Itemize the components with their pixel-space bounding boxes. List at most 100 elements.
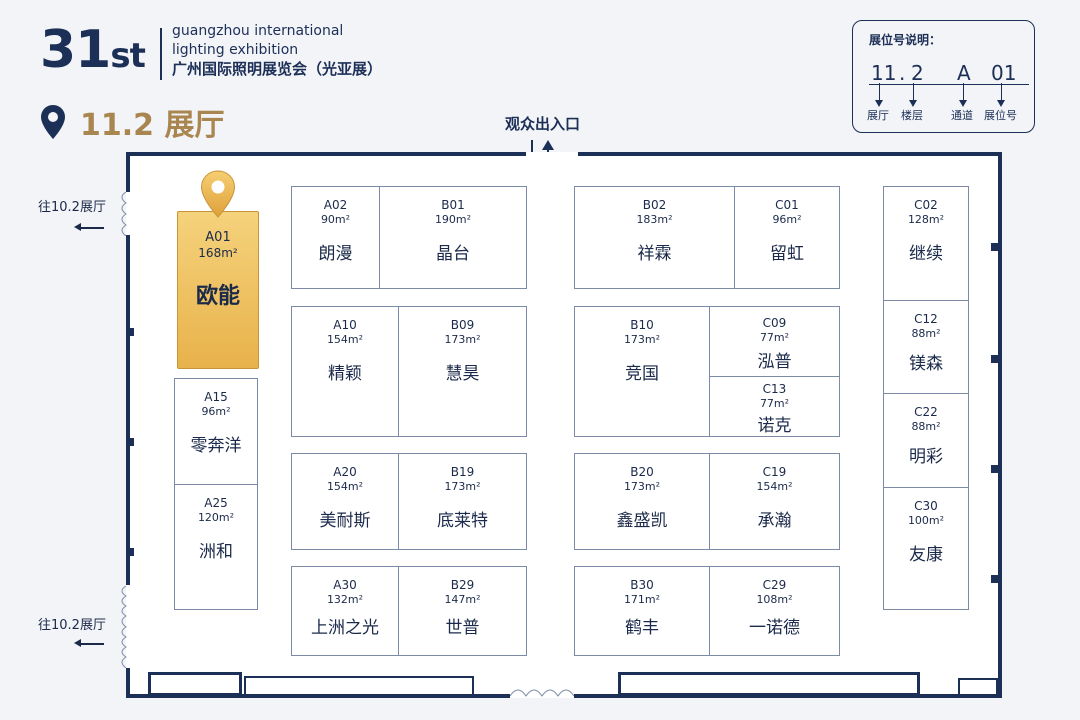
booth-b10[interactable]: B10 173m² 竞国 [574, 306, 710, 437]
booth-area: 128m² [907, 213, 945, 226]
booth-b09[interactable]: B09 173m² 慧昊 [398, 306, 527, 437]
booth-exhibitor: 美耐斯 [319, 511, 371, 531]
booth-number-legend: 展位号说明： 11 . 2 A 01 展厅 楼层 通道 展位号 [852, 20, 1035, 133]
booth-area: 190m² [434, 213, 472, 226]
booth-exhibitor: 欧能 [195, 284, 240, 309]
booth-area: 100m² [907, 514, 945, 527]
booth-c02[interactable]: C02 128m² 继续 [883, 186, 969, 301]
booth-exhibitor: 晶台 [436, 244, 470, 264]
booth-code: C13 [762, 382, 787, 396]
booth-exhibitor: 祥霖 [637, 244, 672, 264]
booth-area: 173m² [623, 480, 661, 493]
booth-a15[interactable]: A15 96m² 零奔洋 [174, 378, 258, 485]
booth-area: 88m² [911, 327, 941, 340]
booth-b30[interactable]: B30 171m² 鹤丰 [574, 566, 710, 656]
legend-code-floor: 2 [911, 61, 924, 85]
service-room [244, 676, 474, 696]
booth-a02[interactable]: A02 90m² 朗漫 [291, 186, 380, 289]
booth-code: B20 [630, 465, 654, 479]
legend-label-booth: 展位号 [984, 109, 1017, 122]
legend-code-separator: . [899, 61, 906, 85]
booth-code: C01 [775, 198, 799, 212]
wall-left-top [126, 152, 130, 192]
booth-area: 132m² [326, 593, 364, 606]
booth-area: 88m² [911, 420, 941, 433]
booth-c12[interactable]: C12 88m² 镁森 [883, 300, 969, 394]
booth-exhibitor: 友康 [909, 545, 943, 565]
booth-c22[interactable]: C22 88m² 明彩 [883, 393, 969, 488]
booth-exhibitor: 泓普 [757, 352, 792, 372]
hall-label: 11.2 展厅 [80, 108, 225, 143]
door-icon [121, 192, 127, 236]
booth-c30[interactable]: C30 100m² 友康 [883, 487, 969, 610]
wall-bottom-left [126, 694, 510, 698]
booth-area: 154m² [326, 480, 364, 493]
booth-code: C09 [762, 316, 787, 330]
booth-exhibitor: 上洲之光 [311, 618, 379, 638]
wall-top-left [126, 152, 526, 156]
booth-code: A10 [333, 318, 357, 332]
booth-exhibitor: 承瀚 [757, 511, 792, 531]
legend-underline [869, 84, 1029, 85]
pillar [991, 465, 999, 473]
hall-floor [126, 152, 1002, 698]
legend-code-hall: 11 [871, 61, 897, 85]
legend-label-floor: 楼层 [901, 109, 923, 122]
booth-a25[interactable]: A25 120m² 洲和 [174, 484, 258, 610]
location-pin-icon [41, 105, 65, 139]
booth-area: 147m² [444, 593, 481, 606]
booth-code: A30 [333, 578, 357, 592]
booth-c01[interactable]: C01 96m² 留虹 [734, 186, 840, 289]
header-divider [160, 28, 162, 80]
service-room [618, 672, 920, 696]
booth-a30[interactable]: A30 132m² 上洲之光 [291, 566, 399, 656]
booth-exhibitor: 继续 [909, 244, 943, 264]
legend-code-booth: 01 [991, 61, 1017, 85]
wall-left-bottom [126, 668, 130, 698]
booth-area: 90m² [320, 213, 351, 226]
booth-code: A01 [205, 230, 231, 245]
booth-c29[interactable]: C29 108m² 一诺德 [709, 566, 840, 656]
booth-a01[interactable]: A01 168m² 欧能 [177, 211, 259, 369]
booth-exhibitor: 朗漫 [318, 244, 353, 264]
booth-exhibitor: 零奔洋 [190, 436, 242, 456]
door-icon [510, 689, 574, 697]
arrow-down-icon [959, 83, 967, 107]
booth-area: 154m² [756, 480, 793, 493]
legend-title: 展位号说明： [869, 33, 942, 47]
booth-a10[interactable]: A10 154m² 精颖 [291, 306, 399, 437]
booth-b01[interactable]: B01 190m² 晶台 [379, 186, 527, 289]
booth-area: 96m² [772, 213, 802, 226]
booth-c09[interactable]: C09 77m² 泓普 [709, 306, 840, 377]
booth-b29[interactable]: B29 147m² 世普 [398, 566, 527, 656]
booth-b19[interactable]: B19 173m² 底莱特 [398, 453, 527, 550]
wall-right [998, 152, 1002, 698]
edition-suffix: st [110, 36, 145, 76]
booth-code: C29 [762, 578, 787, 592]
booth-area: 108m² [756, 593, 793, 606]
booth-exhibitor: 精颖 [328, 364, 362, 384]
booth-area: 77m² [759, 397, 790, 410]
booth-b02[interactable]: B02 183m² 祥霖 [574, 186, 735, 289]
booth-b20[interactable]: B20 173m² 鑫盛凯 [574, 453, 710, 550]
door-icon [121, 586, 127, 668]
pillar [126, 328, 134, 336]
booth-c13[interactable]: C13 77m² 诺克 [709, 376, 840, 437]
booth-area: 96m² [201, 405, 231, 418]
pillar [991, 243, 999, 251]
exhibition-name-en-line2: lighting exhibition [172, 42, 299, 58]
booth-exhibitor: 留虹 [770, 244, 804, 264]
booth-a20[interactable]: A20 154m² 美耐斯 [291, 453, 399, 550]
booth-code: B29 [450, 578, 475, 592]
exhibition-name-cn: 广州国际照明展览会（光亚展） [172, 60, 383, 78]
booth-code: B10 [630, 318, 654, 332]
booth-area: 183m² [636, 213, 673, 226]
booth-code: A02 [323, 198, 348, 212]
booth-c19[interactable]: C19 154m² 承瀚 [709, 453, 840, 550]
service-room [148, 672, 242, 696]
booth-exhibitor: 竞国 [625, 364, 659, 384]
exhibition-title: guangzhou international lighting exhibit… [172, 22, 382, 79]
booth-area: 173m² [623, 333, 661, 346]
booth-exhibitor: 鹤丰 [625, 618, 659, 638]
booth-exhibitor: 鑫盛凯 [616, 511, 668, 531]
